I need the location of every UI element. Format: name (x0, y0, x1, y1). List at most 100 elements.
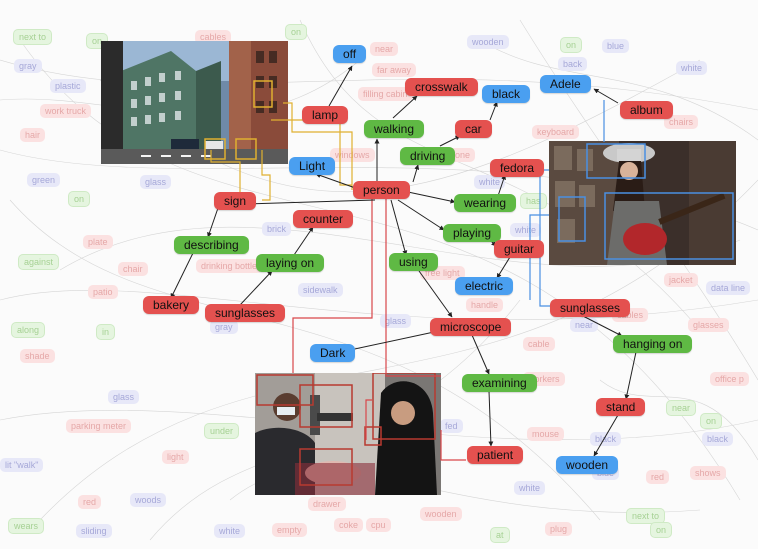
node-sunglasses-right[interactable]: sunglasses (550, 299, 631, 317)
node-album[interactable]: album (620, 101, 673, 119)
bg-label: red (78, 495, 102, 509)
bg-label: next to (13, 29, 53, 45)
bg-label: glass (140, 175, 172, 189)
bg-label: glass (380, 314, 412, 328)
bg-label: near (570, 318, 599, 332)
street-scene-photo (101, 41, 288, 164)
bg-label: blue (602, 39, 630, 53)
bg-label: drawer (308, 497, 346, 511)
dental-exam-photo (255, 373, 441, 495)
bg-label: chairs (664, 115, 699, 129)
bg-label: cpu (366, 518, 391, 532)
bg-label: wears (8, 518, 45, 534)
bg-label: shows (690, 466, 726, 480)
node-off[interactable]: off (333, 45, 367, 63)
guitar-player-photo (549, 141, 736, 265)
bg-label: wooden (420, 507, 462, 521)
bg-label: parking meter (66, 419, 132, 433)
bg-label: white (474, 175, 506, 189)
bg-label: plastic (50, 79, 86, 93)
bg-label: in (96, 324, 116, 340)
node-wooden[interactable]: wooden (556, 456, 619, 474)
node-lamp[interactable]: lamp (302, 106, 349, 124)
bg-label: cables (195, 30, 232, 44)
bg-label: on (285, 24, 308, 40)
bg-label: gray (14, 59, 42, 73)
bg-label: under (204, 423, 240, 439)
bg-label: coke (334, 518, 364, 532)
node-microscope[interactable]: microscope (430, 318, 512, 336)
bg-label: brick (262, 222, 292, 236)
bg-label: hair (20, 128, 46, 142)
bg-label: empty (272, 523, 307, 537)
bg-label: plate (83, 235, 113, 249)
bg-label: work truck (40, 104, 92, 118)
node-stand[interactable]: stand (596, 398, 646, 416)
bg-label: wooden (467, 35, 509, 49)
node-electric[interactable]: electric (455, 277, 514, 295)
bg-label: glasses (688, 318, 729, 332)
bg-label: shade (20, 349, 55, 363)
node-bakery[interactable]: bakery (143, 296, 200, 314)
node-examining[interactable]: examining (462, 374, 537, 392)
bg-label: glass (108, 390, 140, 404)
node-light[interactable]: Light (289, 157, 336, 175)
node-wearing[interactable]: wearing (454, 194, 517, 212)
node-describing[interactable]: describing (174, 236, 249, 254)
bg-label: plug (545, 522, 573, 536)
bg-label: drinking bottle (196, 259, 263, 273)
bg-label: white (514, 481, 546, 495)
bg-label: on (650, 522, 673, 538)
node-adele[interactable]: Adele (540, 75, 591, 93)
bg-label: lit "walk" (0, 458, 44, 472)
node-playing[interactable]: playing (443, 224, 502, 242)
node-hanging-on[interactable]: hanging on (613, 335, 693, 353)
bg-label: gray (210, 320, 238, 334)
bg-label: has (520, 193, 547, 209)
node-car[interactable]: car (455, 120, 492, 138)
bg-label: green (27, 173, 61, 187)
bg-label: on (560, 37, 583, 53)
bg-label: light (162, 450, 189, 464)
bg-label: on (68, 191, 91, 207)
bg-label: far away (372, 63, 417, 77)
node-sunglasses-left[interactable]: sunglasses (205, 304, 286, 322)
bg-label: black (702, 432, 734, 446)
bg-label: jacket (664, 273, 698, 287)
node-crosswalk[interactable]: crosswalk (405, 78, 478, 96)
bg-label: chair (118, 262, 148, 276)
bg-label: data line (706, 281, 751, 295)
bg-label: along (11, 322, 46, 338)
bg-label: woods (130, 493, 167, 507)
node-driving[interactable]: driving (400, 147, 456, 165)
node-fedora[interactable]: fedora (490, 159, 545, 177)
node-using[interactable]: using (389, 253, 438, 271)
node-black[interactable]: black (482, 85, 531, 103)
bg-label: red (646, 470, 670, 484)
bg-label: black (590, 432, 622, 446)
bg-label: sliding (76, 524, 112, 538)
bg-label: office p (710, 372, 749, 386)
node-dark[interactable]: Dark (310, 344, 356, 362)
bg-label: white (214, 524, 246, 538)
node-counter[interactable]: counter (293, 210, 354, 228)
bg-label: back (558, 57, 588, 71)
bg-label: mouse (527, 427, 565, 441)
bg-label: keyboard (532, 125, 580, 139)
bg-label: handle (466, 298, 504, 312)
bg-label: on (700, 413, 723, 429)
node-laying-on[interactable]: laying on (256, 254, 325, 272)
node-patient[interactable]: patient (467, 446, 524, 464)
bg-label: sidewalk (298, 283, 343, 297)
bg-label: white (510, 223, 542, 237)
node-sign[interactable]: sign (214, 192, 257, 210)
bg-label: patio (88, 285, 118, 299)
bg-label: cable (523, 337, 555, 351)
bg-label: fed (440, 419, 463, 433)
node-guitar[interactable]: guitar (494, 240, 545, 258)
bg-label: near (370, 42, 399, 56)
node-walking[interactable]: walking (364, 120, 425, 138)
bg-label: near (666, 400, 697, 416)
node-person[interactable]: person (353, 181, 410, 199)
